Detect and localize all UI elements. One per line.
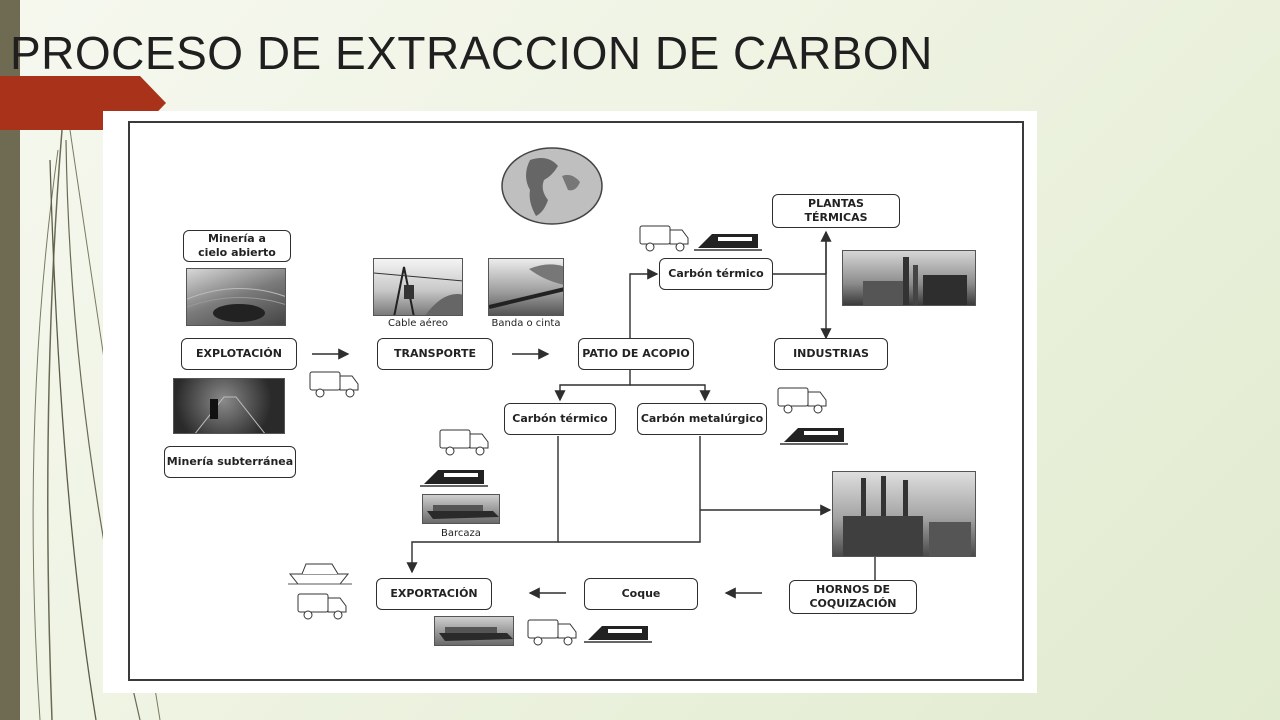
caption-barcaza: Barcaza bbox=[441, 528, 481, 539]
coking-plant-photo bbox=[832, 471, 976, 557]
train-icon bbox=[584, 626, 652, 643]
underground-mine-photo bbox=[173, 378, 285, 434]
node-carbon-termico-mid: Carbón térmico bbox=[504, 403, 616, 435]
train-icon bbox=[780, 428, 848, 445]
truck-icon bbox=[297, 593, 347, 620]
ship-icon bbox=[288, 563, 352, 585]
truck-icon bbox=[777, 387, 827, 414]
node-explotacion: EXPLOTACIÓN bbox=[181, 338, 297, 370]
node-carbon-termico-top: Carbón térmico bbox=[659, 258, 773, 290]
conveyor-belt-photo bbox=[488, 258, 564, 316]
node-hornos-coquizacion: HORNOS DE COQUIZACIÓN bbox=[789, 580, 917, 614]
open-pit-mine-photo bbox=[186, 268, 286, 326]
node-mineria-subterranea: Minería subterránea bbox=[164, 446, 296, 478]
node-patio-acopio: PATIO DE ACOPIO bbox=[578, 338, 694, 370]
node-coque: Coque bbox=[584, 578, 698, 610]
export-barge-photo bbox=[434, 616, 514, 646]
caption-cable-aereo: Cable aéreo bbox=[387, 318, 448, 329]
aerial-cable-photo bbox=[373, 258, 463, 316]
globe-icon bbox=[501, 147, 603, 225]
truck-icon bbox=[309, 371, 359, 398]
node-transporte: TRANSPORTE bbox=[377, 338, 493, 370]
truck-icon bbox=[439, 429, 489, 456]
slide-title: PROCESO DE EXTRACCION DE CARBON bbox=[10, 27, 933, 79]
left-decor-bar bbox=[0, 0, 20, 720]
node-industrias: INDUSTRIAS bbox=[774, 338, 888, 370]
truck-icon bbox=[639, 225, 689, 252]
caption-banda-cinta: Banda o cinta bbox=[491, 318, 561, 329]
node-carbon-metalurgico: Carbón metalúrgico bbox=[637, 403, 767, 435]
train-icon bbox=[420, 470, 488, 487]
node-mineria-cielo-abierto: Minería a cielo abierto bbox=[183, 230, 291, 262]
diagram-frame bbox=[128, 121, 1024, 681]
node-exportacion: EXPORTACIÓN bbox=[376, 578, 492, 610]
node-plantas-termicas: PLANTAS TÉRMICAS bbox=[772, 194, 900, 228]
truck-icon bbox=[527, 619, 577, 646]
train-icon bbox=[694, 234, 762, 251]
power-plant-photo bbox=[842, 250, 976, 306]
barge-photo bbox=[422, 494, 500, 524]
